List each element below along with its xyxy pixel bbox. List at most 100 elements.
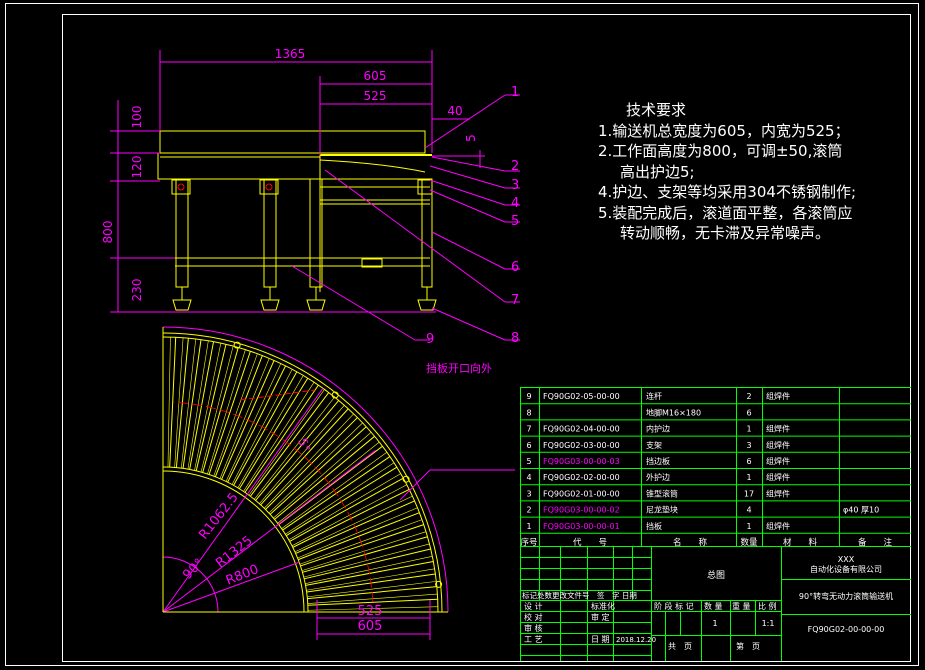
bom-cell-name: 支架 (646, 440, 662, 450)
bom-header-qty: 数量 (740, 537, 758, 548)
dim-radius-inner: R800 (224, 562, 261, 589)
plan-arc (162, 332, 443, 613)
bom-cell-no: 9 (526, 392, 531, 401)
bom-header-no: 序号 (520, 537, 537, 548)
requirements-list: 1.输送机总宽度为605，内宽为525；2.工作面高度为800，可调±50,滚筒… (598, 121, 856, 244)
stage-header: 阶 段 标 记 (654, 601, 694, 611)
roller-edge (181, 338, 197, 469)
product-name: 90°转弯无动力滚筒输送机 (799, 591, 893, 601)
bom-cell-no: 2 (526, 506, 531, 515)
angle-arc (162, 556, 219, 613)
callout-5: 5 (511, 214, 519, 229)
dim-radius-mid: R1062.5 (196, 490, 241, 542)
outer-frame (5, 3, 919, 666)
dim-angle: 90° (180, 556, 207, 583)
roller (244, 384, 319, 493)
plan-arc (162, 326, 449, 613)
dim-pitch: 5° (295, 436, 313, 454)
bom-cell-name: 尼龙垫块 (646, 505, 678, 515)
sheets-count: 共 页 (668, 642, 692, 651)
check-value: 审 定 (591, 612, 610, 622)
bom-cell-qty: 6 (746, 408, 751, 417)
bom-cell-mat: 组焊件 (766, 456, 790, 466)
roller (208, 351, 251, 475)
bom-cell-no: 5 (526, 457, 531, 466)
roller-edge (200, 346, 234, 473)
requirement-line: 转动顺畅，无卡滞及异常噪声。 (620, 224, 831, 242)
bom-cell-mat: 组焊件 (766, 440, 790, 450)
roller (304, 548, 431, 580)
dim-total-width: 605 (364, 69, 387, 83)
bom-cell-code: FQ90G02-04-00-00 (543, 425, 620, 434)
bom-cell-no: 8 (526, 408, 531, 417)
roller-edge (237, 375, 304, 488)
radius-line (162, 388, 324, 613)
bom-cell-qty: 1 (746, 522, 751, 531)
dim-height-top: 100 (130, 106, 144, 129)
requirement-line: 高出护边5; (620, 162, 695, 181)
roller-edge (273, 432, 372, 519)
bom-cell-code: FQ90G02-03-00-00 (543, 441, 620, 450)
radius-line (162, 561, 300, 613)
bom-cell-code: FQ90G03-00-00-02 (543, 506, 620, 515)
technical-requirements: 技术要求 1.输送机总宽度为605，内宽为525；2.工作面高度为800，可调±… (598, 100, 856, 244)
roller (289, 477, 404, 542)
roller (169, 337, 177, 468)
date-value: 2018.12.20 (616, 636, 656, 644)
bom-cell-mat: 组焊件 (766, 472, 790, 482)
bom-cell-no: 7 (526, 425, 531, 434)
requirement-line: 4.护边、支架等均采用304不锈钢制作; (598, 183, 856, 201)
bom-table (520, 387, 911, 661)
callout-9: 9 (426, 332, 434, 347)
leader-lines (291, 94, 520, 341)
bom-cell-qty: 3 (746, 441, 751, 450)
dim-height-mid: 120 (130, 156, 144, 179)
title-block-text: 总图 XXX 自动化设备有限公司 90°转弯无动力滚筒输送机 FQ90G02-0… (522, 555, 893, 651)
qty-value: 1 (712, 619, 717, 628)
callout-1: 1 (511, 85, 519, 100)
elevation-dim-text: 1365 605 525 40 5 100 120 800 230 (101, 47, 478, 301)
qty-header: 数 量 (704, 601, 723, 611)
drawing-number: FQ90G02-00-00-00 (808, 625, 885, 634)
mount-point (402, 475, 410, 483)
bom-cell-name: 连杆 (646, 391, 662, 401)
weight-header: 重 量 (732, 601, 751, 611)
bom-cell-name: 挡板 (646, 521, 662, 531)
roller (307, 598, 438, 606)
sheet-number: 第 页 (736, 641, 760, 651)
bom-cell-no: 4 (526, 473, 531, 482)
roller-edge (219, 358, 270, 479)
dim-overall-length: 1365 (275, 47, 306, 61)
radius-line (162, 450, 376, 613)
roller-edge (294, 495, 413, 553)
dim-arc-inner-width: 525 (358, 604, 383, 619)
dim-edge-offset: 40 (447, 104, 462, 118)
craft-label: 工 艺 (524, 635, 543, 644)
check-label: 校 对 (524, 612, 543, 622)
plan-view (162, 326, 449, 613)
roller (227, 365, 287, 483)
requirements-title: 技术要求 (626, 101, 687, 119)
callout-2: 2 (511, 159, 519, 174)
roller-edge (303, 543, 430, 578)
callout-7: 7 (511, 293, 519, 308)
review-label: 审 核 (524, 623, 543, 633)
roller (298, 512, 420, 561)
roller-edge (307, 606, 438, 611)
bom-cell-no: 1 (526, 522, 531, 531)
bom-cell-name: 地脚M16×180 (646, 407, 701, 417)
scale-header: 比 例 (758, 601, 777, 611)
bom-cell-remark: φ40 厚10 (843, 506, 879, 515)
dim-height-bottom: 230 (130, 279, 144, 302)
date-label: 日 期 (591, 635, 610, 644)
dim-inner-width: 525 (364, 89, 387, 103)
bom-cell-qty: 6 (746, 457, 751, 466)
roller-edge (307, 581, 437, 598)
rev-headers: 标记处数更改文件号 签 字 日期 (522, 590, 637, 600)
roller (260, 408, 349, 506)
mount-point (331, 391, 339, 399)
roller-edge (285, 462, 395, 535)
design-value: 标准化 (591, 601, 615, 611)
